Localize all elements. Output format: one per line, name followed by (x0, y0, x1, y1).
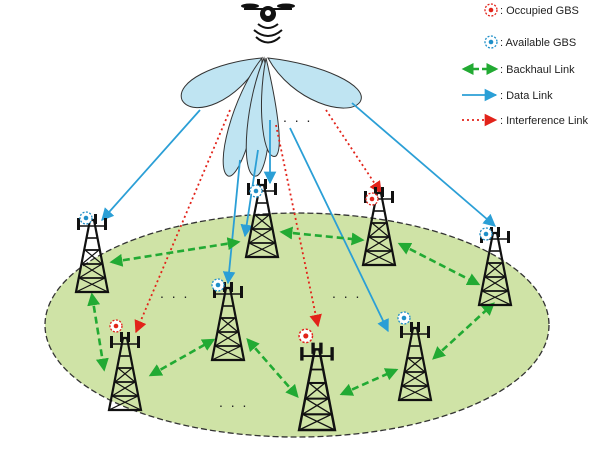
tower-t3 (361, 185, 397, 267)
tower-t5 (107, 319, 143, 412)
legend-occupied-label: : Occupied GBS (500, 5, 579, 17)
legend-available-gbs: : Available GBS (484, 35, 576, 49)
legend-available-label: : Available GBS (500, 37, 576, 49)
occupied-gbs-icon (484, 3, 498, 17)
occupied-gbs-icon (109, 319, 123, 333)
legend-occupied-gbs: : Occupied GBS (484, 3, 579, 17)
legend-backhaul-label: : Backhaul Link (500, 64, 575, 76)
tower-t2 (244, 177, 280, 259)
legend-data-label: : Data Link (500, 90, 553, 102)
occupied-gbs-icon (298, 328, 314, 344)
mid-left-ellipsis: . . . (160, 285, 189, 301)
available-gbs-icon (484, 35, 498, 49)
available-gbs-icon (479, 227, 493, 241)
beam-ellipsis: . . . (283, 109, 312, 125)
tower-t4 (477, 225, 513, 307)
backhaul-links (87, 226, 495, 398)
legend: : Occupied GBS : Available GBS : Backhau… (461, 3, 589, 127)
available-gbs-icon (211, 278, 225, 292)
available-gbs-icon (397, 311, 411, 325)
tower-t7 (297, 328, 337, 432)
uav-beams (180, 56, 362, 177)
tower-t6 (210, 278, 246, 362)
available-gbs-icon (249, 184, 263, 198)
legend-backhaul-link: : Backhaul Link (461, 63, 575, 76)
legend-data-link: : Data Link (462, 88, 553, 102)
bottom-ellipsis: . . . (219, 394, 248, 410)
mid-right-ellipsis: . . . (332, 285, 361, 301)
legend-interference-link: : Interference Link (462, 113, 589, 127)
occupied-gbs-icon (365, 192, 379, 206)
legend-interference-label: : Interference Link (500, 115, 589, 127)
uav-icon (241, 3, 295, 44)
tower-t8 (397, 311, 433, 402)
tower-t1 (74, 211, 110, 294)
available-gbs-icon (79, 211, 93, 225)
interference-links (134, 109, 382, 334)
